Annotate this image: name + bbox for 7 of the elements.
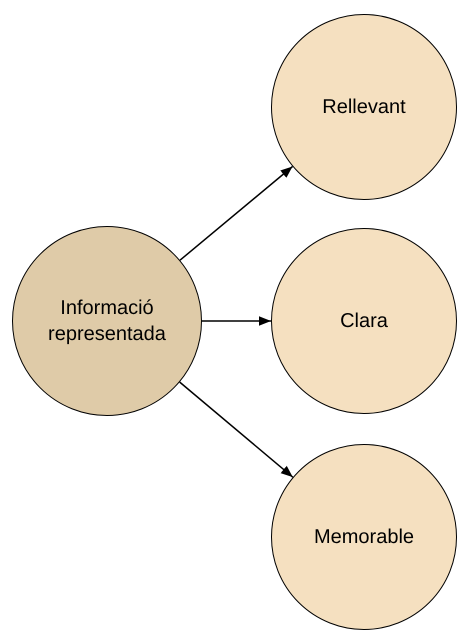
node-label: Informació representada	[47, 296, 167, 347]
arrow	[202, 316, 271, 326]
node-label: Rellevant	[322, 95, 406, 120]
node-label: Memorable	[314, 525, 414, 550]
arrow	[180, 166, 294, 261]
arrow	[179, 382, 294, 478]
node-label: Clara	[340, 309, 388, 334]
